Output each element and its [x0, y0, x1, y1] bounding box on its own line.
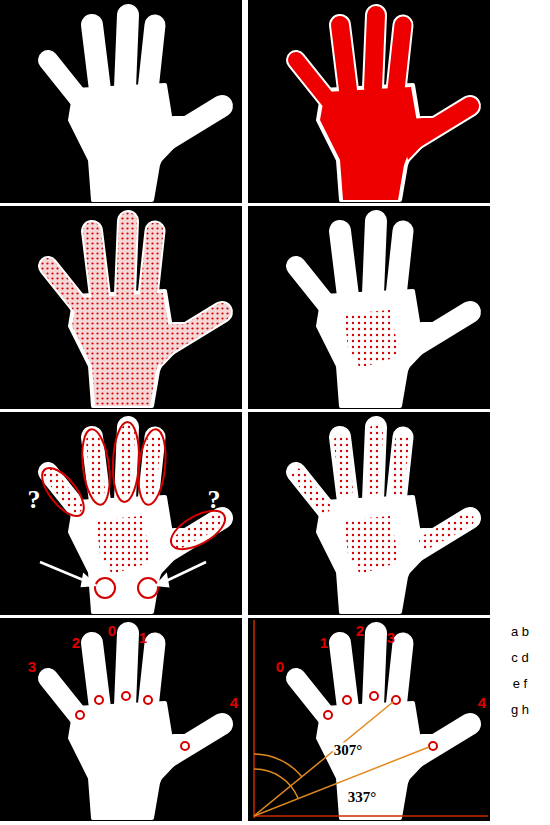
- panel-letters: c d: [511, 651, 528, 664]
- angle-value: 307°: [333, 743, 364, 758]
- finger-index-number: 0: [276, 659, 284, 674]
- question-mark: ?: [208, 487, 221, 513]
- panel-letters: a b: [511, 625, 529, 638]
- finger-index-number: 3: [28, 659, 36, 674]
- finger-index-number: 2: [356, 623, 364, 638]
- finger-index-number: 2: [72, 635, 80, 650]
- finger-index-number: 3: [387, 630, 395, 645]
- finger-index-number: 1: [139, 630, 147, 645]
- finger-index-number: 1: [320, 635, 328, 650]
- finger-index-number: 4: [478, 695, 486, 710]
- question-mark: ?: [28, 487, 41, 513]
- angle-value: 337°: [347, 790, 378, 805]
- panel-letters: g h: [511, 703, 529, 716]
- panel-letters: e f: [513, 677, 527, 690]
- finger-index-number: 4: [230, 695, 238, 710]
- finger-index-number: 0: [108, 623, 116, 638]
